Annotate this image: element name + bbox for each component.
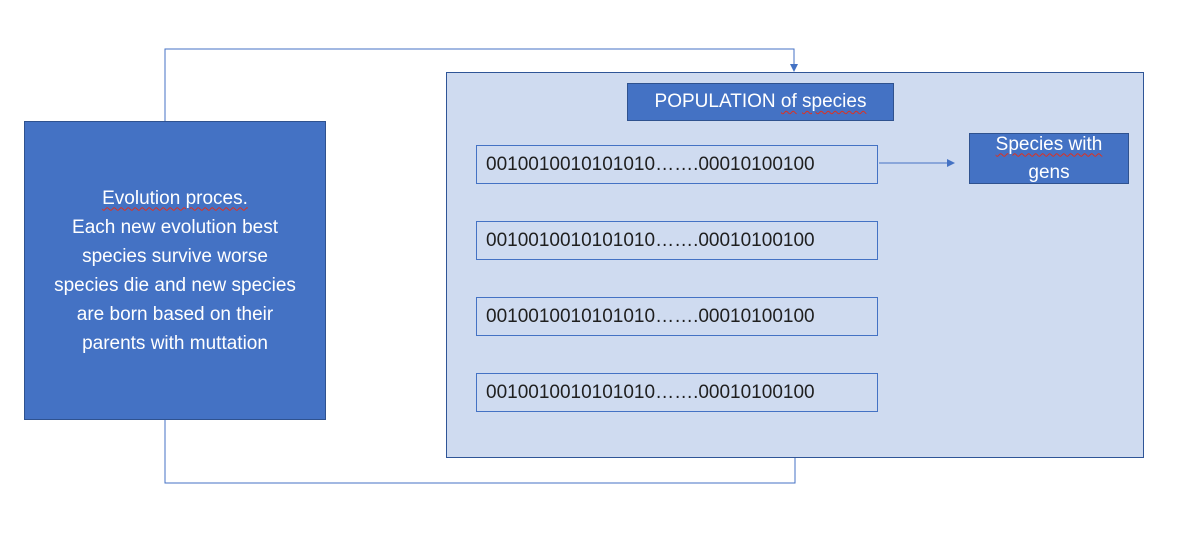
gene-row-1: 0010010010101010…….00010100100 (476, 145, 878, 184)
gene-row-3: 0010010010101010…….00010100100 (476, 297, 878, 336)
population-title-species: species (802, 91, 867, 112)
evolution-line-6: parents with muttation (82, 332, 268, 354)
gene-row-2: 0010010010101010…….00010100100 (476, 221, 878, 260)
population-title: POPULATION of species (627, 83, 894, 121)
population-title-prefix: POPULATION (654, 91, 781, 112)
evolution-line-4: species die and new species (54, 274, 296, 296)
evolution-process-text: Evolution proces. Each new evolution bes… (46, 184, 304, 358)
gene-row-4: 0010010010101010…….00010100100 (476, 373, 878, 412)
evolution-line-1: Evolution proces. (54, 184, 296, 213)
evolution-line-2: Each new evolution best (72, 216, 278, 238)
evolution-line-3: species survive worse (82, 245, 268, 267)
evolution-process-box: Evolution proces. Each new evolution bes… (24, 121, 326, 420)
evolution-line-5: are born based on their (76, 303, 274, 325)
species-with-gens-box: Species with gens (969, 133, 1129, 184)
species-box-line-2: gens (1028, 161, 1070, 183)
species-box-line-1: Species with (995, 133, 1103, 155)
evolution-line-1-text: Evolution proces. (102, 187, 248, 209)
population-title-of: of (780, 91, 797, 112)
